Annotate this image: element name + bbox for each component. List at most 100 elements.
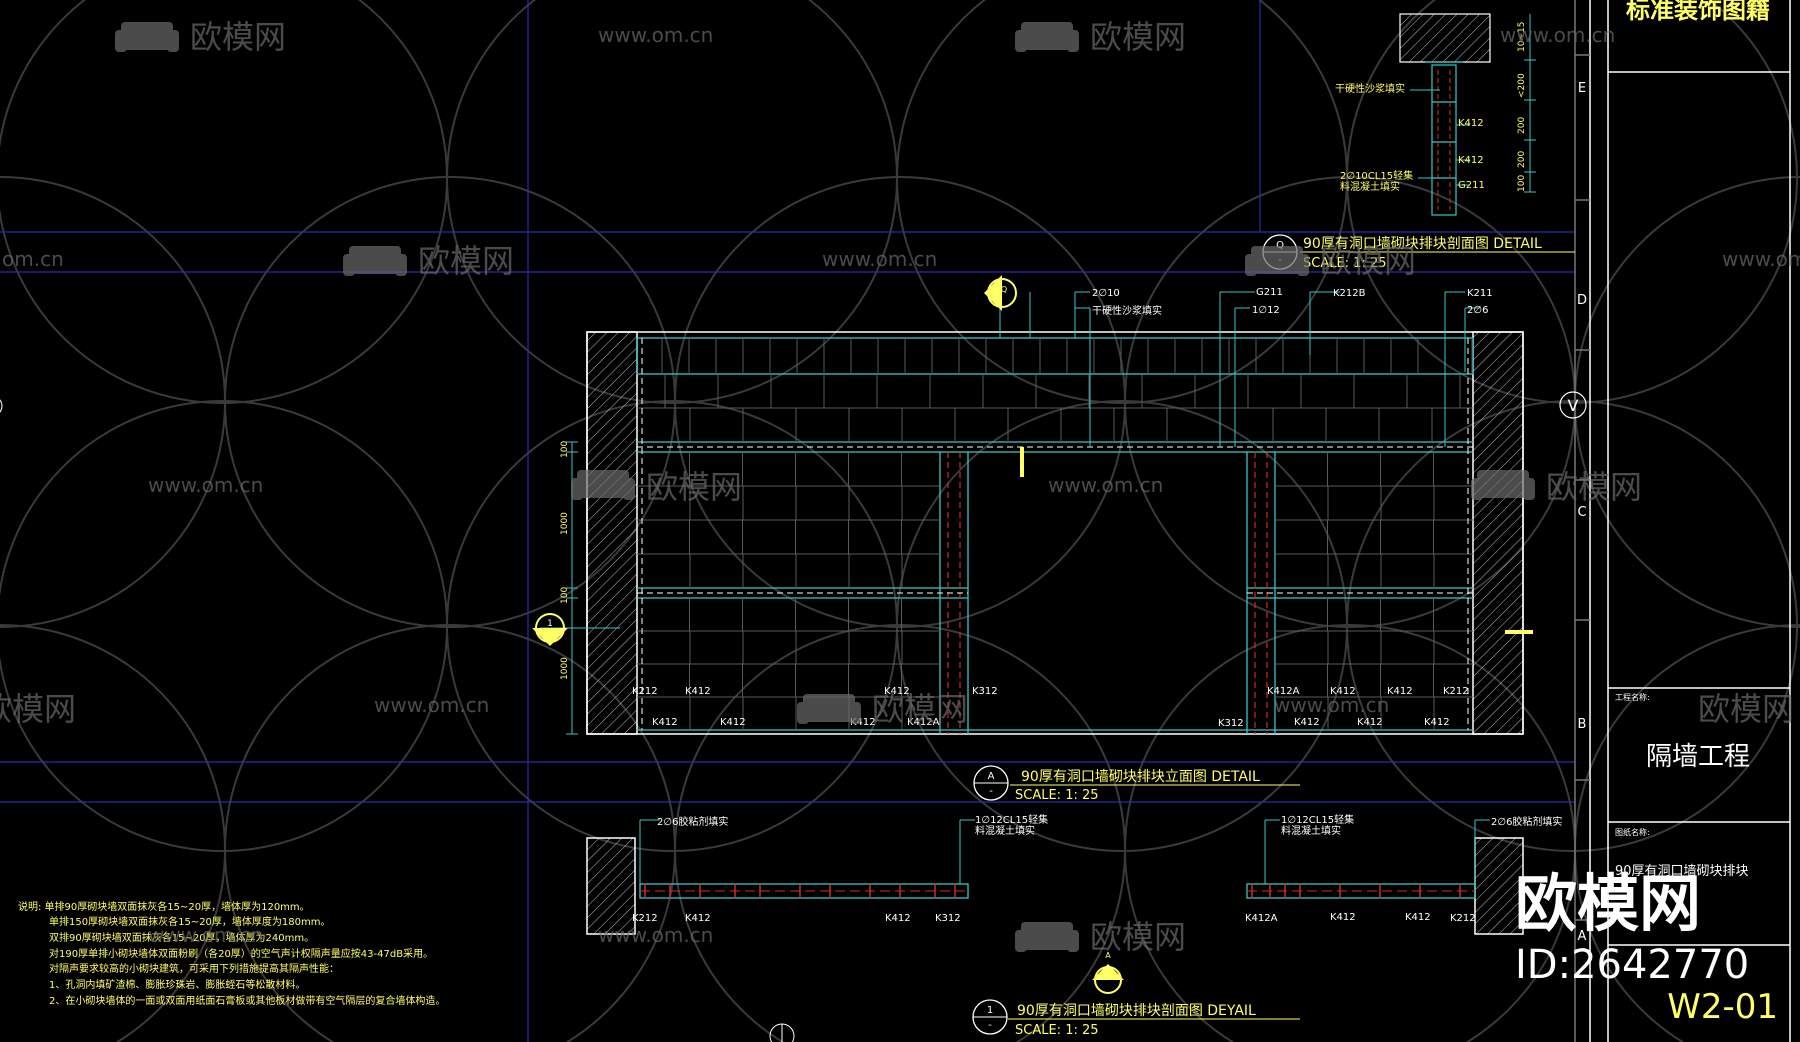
watermark-arc <box>0 0 448 404</box>
watermark-arc <box>0 400 448 852</box>
note-line: 双排90厚砌块墙双面抹灰各15~20厚，墙体厚为240mm。 <box>49 931 314 944</box>
watermark-url: www.om.cn <box>1274 693 1389 717</box>
elev-block-label: K412A <box>907 717 940 728</box>
section-detail-top: 干硬性沙浆填实 K412 K412 2∅10CL15轻集 料混凝土填实 G211… <box>1262 13 1575 271</box>
elev-top-label-4: 1∅12 <box>1252 305 1280 316</box>
grid-label-d: D <box>1577 293 1587 308</box>
elev-block-label: K412 <box>720 717 746 728</box>
elev-block-label: K312 <box>1218 718 1244 729</box>
brand-mark: 欧模网 ID:2642770 <box>1515 867 1749 988</box>
section-marker-q: Q <box>984 275 1017 311</box>
plan-block-label: K412 <box>685 913 711 924</box>
watermark-url: www.om.cn <box>822 247 937 271</box>
drawing-name: 90厚有洞口墙砌块排块 <box>1615 864 1749 879</box>
elev-top-label-2: 干硬性沙浆填实 <box>1092 304 1162 317</box>
watermark-brand: 欧模网 <box>646 468 742 506</box>
note-line: 2、在小砌块墙体的一面或双面用纸面石膏板或其他板材做带有空气隔层的复合墙体构造。 <box>49 994 445 1007</box>
watermark-url: www.om.cn <box>1722 247 1800 271</box>
elev-top-label-1: 2∅10 <box>1092 288 1120 299</box>
watermark-url: www.om.cn <box>1048 473 1163 497</box>
elev-block-label: K312 <box>972 686 998 697</box>
sofa-icon <box>1015 922 1079 952</box>
brand-mark-id: ID:2642770 <box>1515 942 1749 988</box>
section-marker-a: A <box>1092 951 1124 994</box>
elev-sub: - <box>989 786 993 797</box>
marker-v-label: V <box>1568 396 1579 415</box>
plan-block-label: K412 <box>885 913 911 924</box>
watermark-brand: 欧模网 <box>1090 918 1186 956</box>
watermark-text: 欧模网 www.om.cn 欧模网 www.om.cn om.cn 欧模网 ww… <box>0 18 1800 956</box>
marker-1-label: 1 <box>547 619 553 629</box>
elev-block-label: K412 <box>1330 686 1356 697</box>
plan-block-label: K412 <box>1405 912 1431 923</box>
sofa-icon <box>797 694 861 724</box>
plan-block-joints <box>640 884 1475 898</box>
brick-grid <box>637 338 1473 730</box>
grid-label-c: C <box>1577 505 1586 520</box>
sofa-icon <box>1015 22 1079 52</box>
plan-label-3: 料混凝土填实 <box>975 824 1035 837</box>
watermark-brand: 欧模网 <box>1320 242 1416 280</box>
offscreen-marker <box>0 399 3 413</box>
elev-block-label: K412 <box>652 717 678 728</box>
elev-block-label: K212 <box>1443 686 1469 697</box>
note-line: 单排150厚砌块墙双面抹灰各15~20厚，墙体厚度为180mm。 <box>49 915 330 928</box>
plan-label-4: 1∅12CL15轻集 <box>1281 813 1354 826</box>
note-line: 对190厚单排小砌块墙体双面粉刷（各20厚）的空气声计权隔声量应按43-47dB… <box>49 947 433 960</box>
plan-label-5: 料混凝土填实 <box>1281 824 1341 837</box>
section-a-num: Q <box>1276 240 1284 251</box>
elev-block-label: K412 <box>1387 686 1413 697</box>
section-a-label-6: G211 <box>1458 180 1485 191</box>
plan-block-label: K312 <box>935 913 961 924</box>
marker-q-label: Q <box>1001 285 1007 294</box>
sofa-icon <box>343 246 407 276</box>
elev-top-label-7: 2∅6 <box>1467 305 1488 316</box>
plan-scale: SCALE: 1: 25 <box>1015 1023 1099 1038</box>
watermark-url: www.om.cn <box>148 473 263 497</box>
watermark-url: www.om.cn <box>1500 23 1615 47</box>
watermark-brand: 欧模网 <box>1698 690 1794 728</box>
elev-block-label: K412 <box>1357 717 1383 728</box>
watermark-brand: 欧模网 <box>1090 18 1186 56</box>
marker-a-label: A <box>1105 951 1111 960</box>
plan-section: 2∅6胶粘剂填实 1∅12CL15轻集 料混凝土填实 1∅12CL15轻集 料混… <box>586 813 1562 1042</box>
elevation-title: 90厚有洞口墙砌块排块立面图 DETAIL <box>1021 769 1260 785</box>
elev-block-label: K412 <box>685 686 711 697</box>
watermark-brand: 欧模网 <box>418 242 514 280</box>
elev-dim-1: 100 <box>560 441 570 458</box>
section-a-dim-5: 100 <box>1517 175 1527 192</box>
plan-block-label: K412A <box>1245 913 1278 924</box>
watermark-url-fragment: om.cn <box>2 247 64 271</box>
brand-mark-name: 欧模网 <box>1515 867 1701 940</box>
elev-block-label: K412 <box>884 686 910 697</box>
watermark-brand: 欧模网 <box>190 18 286 56</box>
section-marker-1: 1 <box>532 613 568 646</box>
section-a-dim-2: <200 <box>1517 73 1527 98</box>
elev-block-label: K412A <box>1267 686 1300 697</box>
plan-title: 90厚有洞口墙砌块排块剖面图 DEYAIL <box>1017 1003 1256 1019</box>
note-line: 1、孔洞内填矿渣棉、膨胀珍珠岩、膨胀蛭石等松散材料。 <box>49 978 305 991</box>
watermark-sofa-icons <box>115 22 1535 952</box>
section-a-label-1: 干硬性沙浆填实 <box>1335 82 1405 95</box>
section-a-scale: SCALE: 1: 25 <box>1303 256 1387 271</box>
watermark-url: www.om.cn <box>598 23 713 47</box>
section-a-label-5: 料混凝土填实 <box>1340 180 1400 193</box>
sofa-icon <box>1471 470 1535 500</box>
sofa-icon <box>571 470 635 500</box>
watermark-brand: 欧模网 <box>1546 468 1642 506</box>
plan-block-label: K212 <box>632 913 658 924</box>
elev-dim-3: 100 <box>560 587 570 604</box>
project-label: 工程名称: <box>1615 692 1650 702</box>
elev-block-label: K412 <box>1294 717 1320 728</box>
note-line: 说明: 单排90厚砌块墙双面抹灰各15~20厚，墙体厚为120mm。 <box>18 900 310 913</box>
elev-block-label: K412 <box>1424 717 1450 728</box>
section-a-dim-4: 200 <box>1517 151 1527 168</box>
section-a-dim-3: 200 <box>1517 117 1527 134</box>
section-a-dim-1: 10~15 <box>1517 22 1527 52</box>
watermark-brand: 欧模网 <box>0 690 76 728</box>
watermark-url: www.om.cn <box>374 693 489 717</box>
plan-num: 1 <box>987 1005 993 1016</box>
plan-label-1: 2∅6胶粘剂填实 <box>657 815 728 828</box>
